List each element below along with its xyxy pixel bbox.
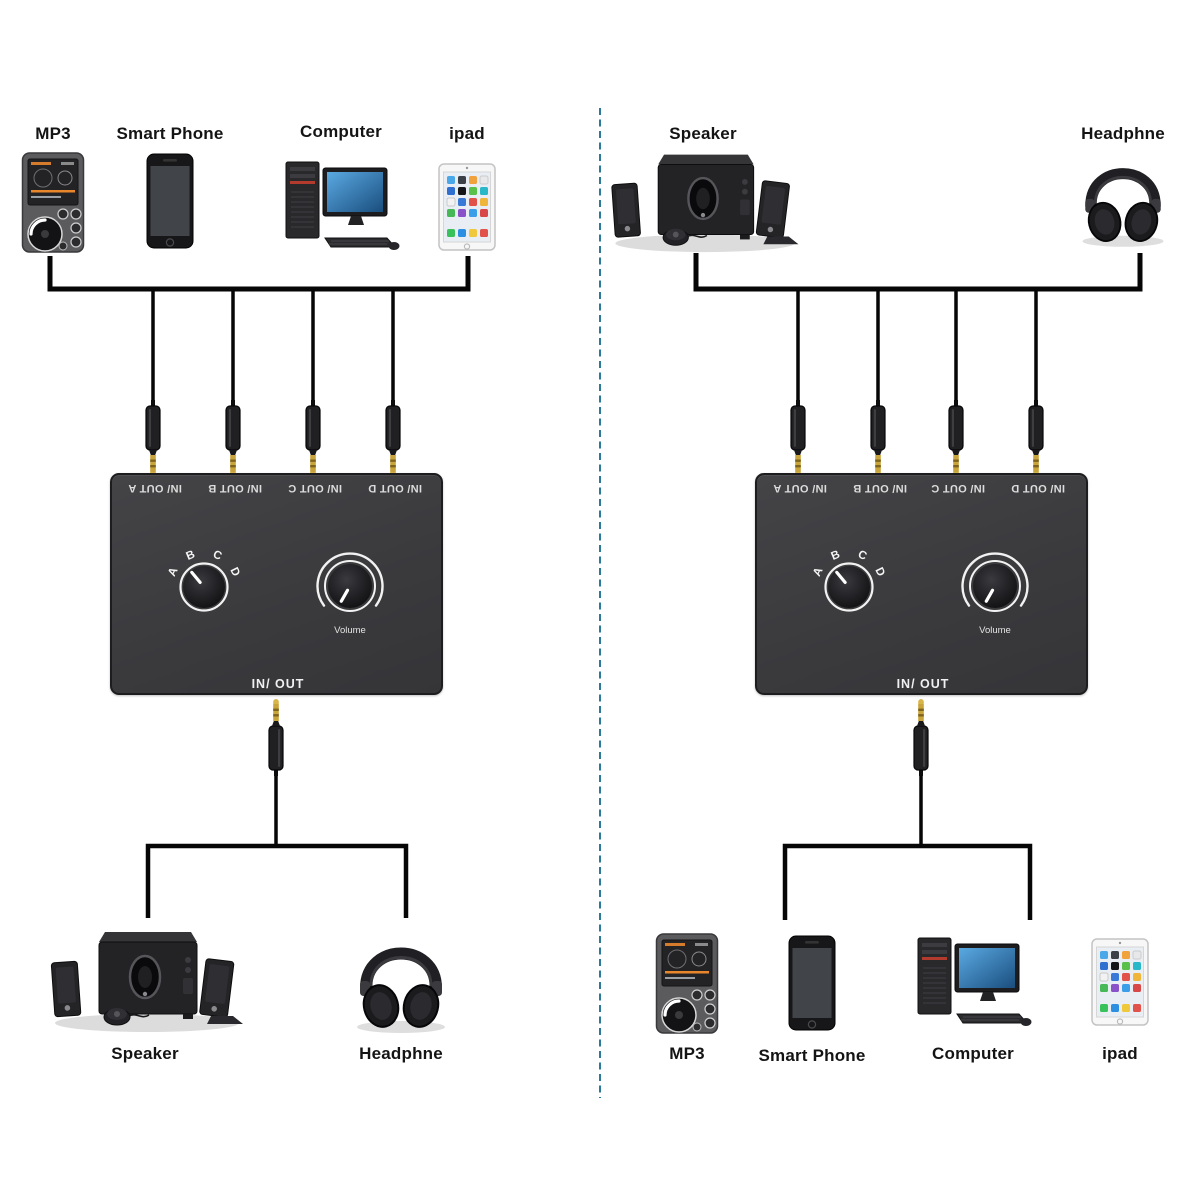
volume-knob-label: Volume [334,625,366,636]
port-label-a: IN/ OUT A [128,482,182,494]
audio-jack-icon [225,400,241,478]
svg-text:A: A [166,566,180,579]
speaker-system-icon [45,920,245,1035]
ipad-icon [1091,938,1149,1026]
port-label-c: IN/ OUT C [287,482,343,494]
right-top-bus-line [693,253,1143,292]
svg-text:D: D [872,566,886,579]
port-label-b: IN/ OUT B [852,482,908,494]
port-label-b: IN/ OUT B [207,482,263,494]
headphones-icon [1077,148,1169,248]
audio-jack-icon [948,400,964,478]
smartphone-icon [788,935,836,1031]
selector-knob: A B C D [166,549,242,612]
audio-jack-icon [385,400,401,478]
audio-switcher-box: IN/ OUT A IN/ OUT B IN/ OUT C IN/ OUT D … [110,473,443,695]
left-top-label-computer: Computer [300,122,382,141]
port-label-c: IN/ OUT C [930,482,986,494]
volume-knob-label: Volume [979,625,1011,636]
port-label-d: IN/ OUT D [1010,482,1066,494]
audio-jack-icon [305,400,321,478]
right-bottom-label-smart-phone: Smart Phone [758,1046,866,1065]
left-top-label-mp3: MP3 [35,124,71,143]
left-top-cable-drops [151,287,395,402]
port-label-d: IN/ OUT D [367,482,423,494]
audio-switcher-box: IN/ OUT A IN/ OUT B IN/ OUT C IN/ OUT D … [755,473,1088,695]
left-bottom-split-line [145,843,409,918]
mp3-player-icon [21,150,85,254]
audio-jack-icon [913,698,929,776]
headphones-icon [351,926,451,1034]
computer-icon [913,934,1033,1030]
right-bottom-label-mp3: MP3 [669,1044,705,1063]
left-bottom-label-headphone: Headphne [359,1044,443,1063]
svg-text:B: B [185,549,197,563]
io-port-label: IN/ OUT [251,677,305,691]
audio-jack-icon [268,698,284,776]
selector-knob: A B C D [811,549,887,612]
right-top-label-speaker: Speaker [669,124,737,143]
audio-jack-icon [145,400,161,478]
computer-icon [281,158,401,254]
left-bottom-label-speaker: Speaker [111,1044,179,1063]
ipad-icon [438,163,496,251]
mp3-player-icon [655,931,719,1035]
audio-jack-icon [790,400,806,478]
left-top-label-ipad: ipad [449,124,485,143]
left-top-bus-line [47,256,471,292]
audio-jack-icon [870,400,886,478]
port-label-a: IN/ OUT A [773,482,827,494]
svg-text:C: C [856,549,868,563]
volume-knob [961,552,1029,612]
right-bottom-split-line [782,843,1033,920]
speaker-system-icon [605,143,801,255]
svg-text:C: C [211,549,223,563]
right-bottom-label-computer: Computer [932,1044,1014,1063]
svg-text:B: B [830,549,842,563]
right-bottom-label-ipad: ipad [1102,1044,1138,1063]
right-top-cable-drops [796,287,1038,402]
left-top-label-smart-phone: Smart Phone [116,124,224,143]
smartphone-icon [146,153,194,249]
right-top-label-headphone: Headphne [1081,124,1165,143]
svg-text:D: D [227,566,241,579]
io-port-label: IN/ OUT [896,677,950,691]
audio-jack-icon [1028,400,1044,478]
volume-knob [316,552,384,612]
svg-text:A: A [811,566,825,579]
